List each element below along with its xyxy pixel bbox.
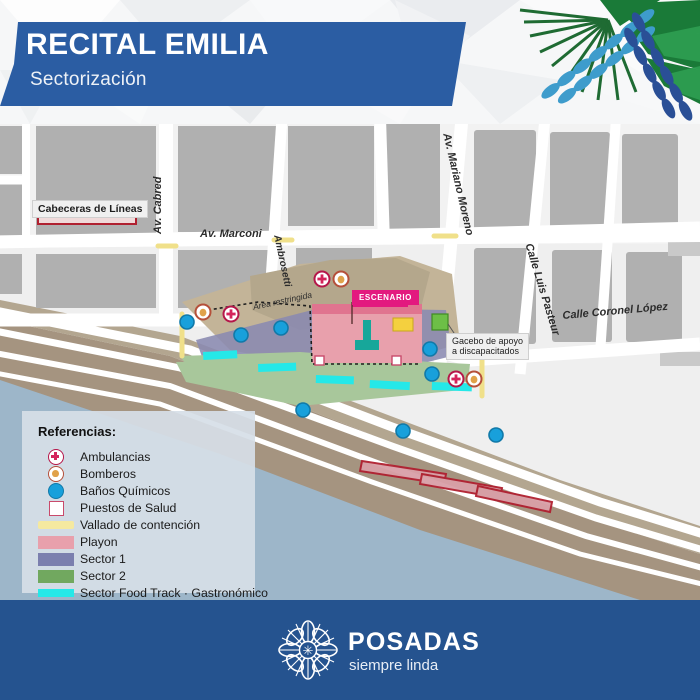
footer-band	[0, 600, 700, 700]
legend-item-banos-quimicos: Baños Químicos	[38, 483, 170, 499]
legend-title: Referencias:	[38, 424, 117, 439]
callout-gacebo-apoyo: Gacebo de apoyo a discapacitados	[446, 333, 530, 360]
food-truck-icon	[38, 589, 74, 597]
legend-label: Puestos de Salud	[80, 501, 177, 515]
ambulance-icon	[38, 449, 74, 465]
ambulance-markers	[222, 270, 465, 388]
legend-label: Vallado de contención	[80, 518, 201, 532]
legend-label: Playon	[80, 535, 118, 549]
legend-label: Ambulancias	[80, 450, 151, 464]
area-swatch-icon-sector1	[38, 552, 74, 566]
legend-item-sector-1: Sector 1	[38, 551, 126, 567]
title-banner: RECITAL EMILIA Sectorización	[0, 22, 466, 106]
legend-label: Baños Químicos	[80, 484, 171, 498]
footer-brand: POSADAS	[348, 628, 481, 656]
stage-label: ESCENARIO	[352, 290, 419, 305]
legend-label: Bomberos	[80, 467, 137, 481]
fence-line-icon	[38, 521, 74, 529]
legend-label: Sector 1	[80, 552, 126, 566]
legend-item-puestos-de-salud: Puestos de Salud	[38, 500, 176, 516]
svg-text:✳: ✳	[303, 643, 314, 658]
posadas-logo-icon: ✳	[276, 618, 340, 682]
legend-item-ambulancias: Ambulancias	[38, 449, 150, 465]
legend-item-playon: Playon	[38, 534, 118, 550]
footer-tagline: siempre linda	[349, 657, 439, 674]
area-swatch-icon-playon	[38, 535, 74, 549]
legend-label: Sector 2	[80, 569, 126, 583]
palm-decoration	[519, 0, 700, 121]
firefighter-icon	[38, 466, 74, 482]
legend-item-bomberos: Bomberos	[38, 466, 136, 482]
legend-item-vallado: Vallado de contención	[38, 517, 200, 533]
health-post-icon	[38, 500, 74, 516]
firefighter-markers	[194, 270, 483, 388]
legend-label: Sector Food Track · Gastronómico	[80, 586, 268, 600]
legend-panel: Referencias: Ambulancias Bomberos Baños …	[22, 411, 268, 600]
legend-item-sector-2: Sector 2	[38, 568, 126, 584]
legend-item-food-track: Sector Food Track · Gastronómico	[38, 585, 268, 601]
map-canvas[interactable]: Av. Cabred Av. Marconi Ambrosetti Av. Ma…	[0, 124, 700, 600]
page-title: RECITAL EMILIA	[26, 28, 269, 61]
callout-cabeceras-de-lineas: Cabeceras de Líneas	[32, 200, 149, 219]
area-swatch-icon-sector2	[38, 569, 74, 583]
toilet-icon	[38, 483, 74, 499]
page-subtitle: Sectorización	[30, 69, 147, 90]
